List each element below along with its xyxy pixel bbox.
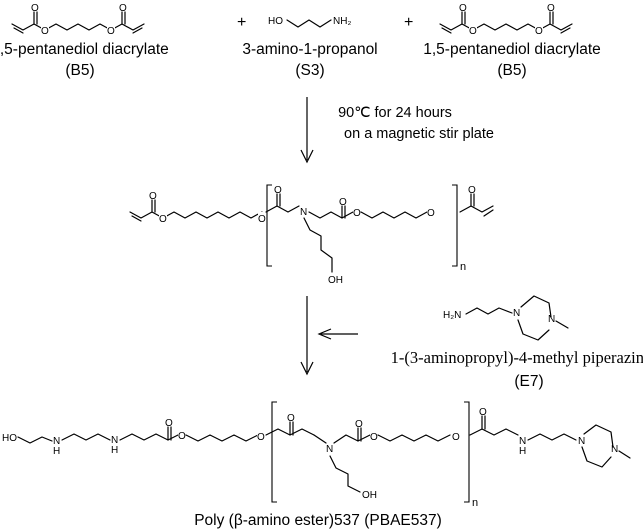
atom-n: N (300, 207, 307, 218)
atom-n: N (519, 436, 526, 447)
atom-o: O (257, 432, 265, 443)
atom-n: N (111, 435, 118, 446)
endcap-e7-name: 1-(3-aminopropyl)-4-methyl piperazine (391, 348, 643, 367)
atom-o: O (119, 3, 127, 14)
atom-n: N (326, 444, 333, 455)
atom-o: O (353, 208, 361, 219)
atom-h2n: H₂N (443, 310, 461, 321)
atom-nh2: NH₂ (333, 16, 351, 27)
atom-o: O (107, 26, 115, 37)
atom-o: O (547, 3, 555, 14)
atom-o: O (459, 3, 467, 14)
atom-h: H (53, 446, 60, 457)
product-pbae537-structure: HO N H N H O O O n O N O O O (2, 401, 631, 509)
atom-o: O (159, 214, 167, 225)
repeat-subscript: n (460, 261, 466, 273)
atom-ho: HO (2, 433, 17, 444)
atom-o: O (469, 26, 477, 37)
atom-o: O (339, 197, 347, 208)
atom-o: O (31, 3, 39, 14)
reactant-s3-code: (S3) (295, 62, 324, 79)
atom-oh: OH (328, 275, 343, 286)
atom-o: O (274, 185, 282, 196)
atom-h: H (519, 446, 526, 457)
atom-o: O (258, 214, 266, 225)
endcap-e7-code: (E7) (514, 373, 543, 390)
reactant-b5-right-code: (B5) (497, 62, 526, 79)
atom-o: O (287, 413, 295, 424)
reactant-b5-right-name: 1,5-pentanediol diacrylate (423, 41, 601, 58)
condition-stir-plate: on a magnetic stir plate (344, 126, 494, 142)
atom-n: N (611, 444, 618, 455)
product-name: Poly (β-amino ester)537 (PBAE537) (194, 512, 442, 529)
atom-o: O (149, 191, 157, 202)
repeat-subscript: n (472, 497, 478, 509)
atom-n: N (578, 436, 585, 447)
atom-n: N (548, 314, 555, 325)
atom-oh: OH (362, 490, 377, 501)
condition-temperature-time: 90℃ for 24 hours (338, 105, 452, 121)
atom-o: O (165, 418, 173, 429)
atom-o: O (535, 26, 543, 37)
reactant-s3-name: 3-amino-1-propanol (242, 41, 377, 58)
reaction-arrow-1 (300, 97, 314, 164)
reactant-s3-structure: HO NH₂ (268, 16, 351, 28)
atom-ho: HO (268, 16, 283, 27)
atom-o: O (427, 208, 435, 219)
atom-o: O (178, 431, 186, 442)
atom-o: O (41, 26, 49, 37)
intermediate-polymer-structure: O O O n O N O O O OH O (129, 184, 494, 286)
atom-n: N (513, 308, 520, 319)
endcap-addition-arrow (317, 328, 358, 340)
endcap-e7-structure: H₂N N N (443, 295, 569, 341)
plus-sign: + (404, 14, 413, 31)
atom-o: O (355, 419, 363, 430)
plus-sign: + (237, 14, 246, 31)
reactant-b5-left-code: (B5) (65, 62, 94, 79)
atom-o: O (370, 432, 378, 443)
atom-h: H (111, 445, 118, 456)
atom-o: O (452, 432, 460, 443)
reactant-b5-left-name: 1,5-pentanediol diacrylate (0, 41, 169, 58)
reaction-arrow-2 (300, 296, 314, 376)
reactant-b5-right-structure: O O O O (439, 3, 573, 37)
atom-o: O (468, 185, 476, 196)
atom-o: O (479, 407, 487, 418)
reactant-b5-left-structure: O O O O (11, 3, 145, 37)
atom-n: N (53, 436, 60, 447)
